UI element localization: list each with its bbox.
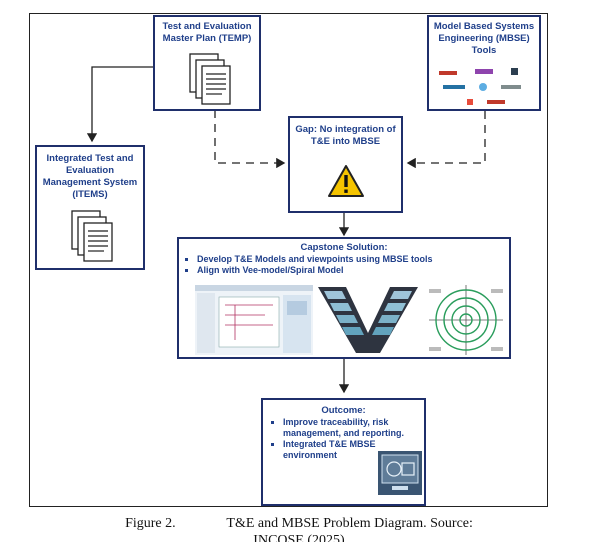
- temp-to-items-arrow: [86, 66, 153, 143]
- outcome-bullet-1: Improve traceability, risk management, a…: [283, 417, 424, 439]
- gap-title-line1: Gap: No integration of: [295, 124, 396, 135]
- items-title-line4: (ITEMS): [72, 189, 108, 200]
- outcome-bullet-2-line1: Integrated T&E MBSE: [283, 439, 376, 449]
- mbse-title-line1: Model Based Systems: [433, 21, 535, 32]
- diagram-frame: [29, 13, 548, 507]
- items-box: Integrated Test and Evaluation Managemen…: [35, 145, 145, 270]
- outcome-title: Outcome:: [321, 405, 366, 416]
- caption-line2: INCOSE (2025): [253, 533, 345, 542]
- temp-title-line2: Master Plan (TEMP): [162, 33, 252, 44]
- gap-box: Gap: No integration of T&E into MBSE: [288, 116, 403, 213]
- capstone-bullet-1: Develop T&E Models and viewpoints using …: [197, 254, 509, 265]
- mbse-title-line3: Tools: [471, 45, 497, 56]
- items-title-line2: Evaluation: [65, 165, 115, 176]
- outcome-box: Outcome: Improve traceability, risk mana…: [261, 398, 426, 506]
- outcome-bullet-1-line1: Improve traceability, risk: [283, 417, 389, 427]
- integrated-environment-icon: [378, 451, 422, 495]
- outcome-bullet-1-line2: management, and reporting.: [283, 428, 405, 438]
- temp-dashed-connector: [214, 110, 286, 169]
- mbse-title-line2: Engineering (MBSE): [438, 33, 530, 44]
- items-title-line1: Integrated Test and: [46, 153, 134, 164]
- spiral-model-icon: [429, 285, 503, 355]
- document-stack-icon: [189, 53, 231, 105]
- temp-title-line1: Test and Evaluation: [162, 21, 252, 32]
- capstone-solution-box: Capstone Solution: Develop T&E Models an…: [177, 237, 511, 359]
- capstone-bullet-2: Align with Vee-model/Spiral Model: [197, 265, 509, 276]
- caption-text: T&E and MBSE Problem Diagram. Source:: [226, 516, 473, 531]
- warning-icon: [328, 165, 364, 197]
- outcome-bullet-2-line2: environment: [283, 450, 338, 460]
- items-title-line3: Management System: [42, 177, 138, 188]
- vee-model-icon: [318, 287, 418, 353]
- mbse-model-screenshot: [195, 285, 313, 355]
- figure-caption: Figure 2. T&E and MBSE Problem Diagram. …: [0, 516, 598, 532]
- mbse-tools-box: Model Based Systems Engineering (MBSE) T…: [427, 15, 541, 111]
- gap-title-line2: T&E into MBSE: [310, 136, 381, 147]
- mbse-tool-logos: [439, 68, 521, 105]
- temp-box: Test and Evaluation Master Plan (TEMP): [153, 15, 261, 111]
- capstone-title: Capstone Solution:: [300, 242, 388, 253]
- mbse-dashed-connector: [406, 111, 486, 169]
- outcome-bullet-2: Integrated T&E MBSE environment: [283, 439, 424, 461]
- caption-label: Figure 2.: [125, 516, 176, 531]
- document-stack-icon: [71, 210, 113, 262]
